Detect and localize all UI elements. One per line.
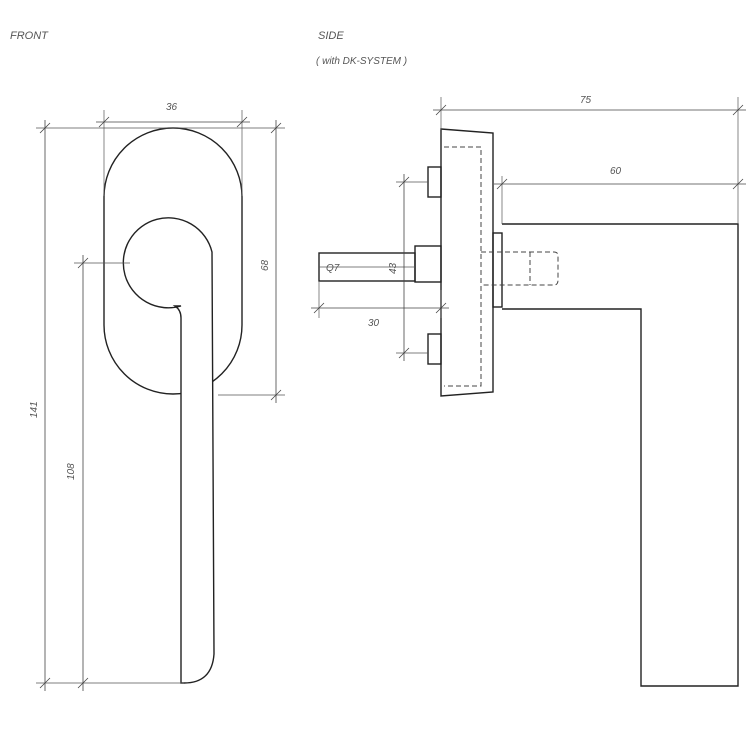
spindle-to-end-dimension: 108 xyxy=(66,255,130,691)
total-projection-dimension: 75 xyxy=(433,95,746,224)
side-rosette-body xyxy=(440,128,494,397)
dim-label-75: 75 xyxy=(580,95,592,106)
front-view xyxy=(103,127,243,684)
upper-fixing-boss xyxy=(427,166,442,198)
front-handle-lever xyxy=(122,217,215,684)
total-height-dimension: 141 xyxy=(29,120,184,691)
side-view-subtitle: ( with DK-SYSTEM ) xyxy=(316,56,407,67)
fixing-distance-dimension: 43 xyxy=(388,174,428,361)
spindle-length-dimension: 30 xyxy=(311,281,449,329)
dim-label-36: 36 xyxy=(166,102,178,113)
front-rosette xyxy=(103,127,243,395)
dim-label-108: 108 xyxy=(66,463,77,480)
rosette-height-dimension: 68 xyxy=(36,120,285,403)
dk-system-hidden-outline xyxy=(444,146,482,387)
dim-label-60: 60 xyxy=(610,166,622,177)
dim-label-141: 141 xyxy=(29,401,40,418)
side-view xyxy=(318,128,739,687)
side-lever xyxy=(502,223,739,687)
lever-projection-dimension: 60 xyxy=(494,166,746,224)
side-view-title: SIDE xyxy=(318,30,344,42)
front-width-dimension: 36 xyxy=(96,102,250,196)
spindle-collar xyxy=(414,245,442,283)
hidden-spindle xyxy=(481,251,559,286)
handle-neck-plate xyxy=(492,232,503,308)
spindle-square-label: Q7 xyxy=(326,263,340,274)
dim-label-68: 68 xyxy=(260,259,271,271)
dim-label-43: 43 xyxy=(388,262,399,274)
lower-fixing-boss xyxy=(427,333,442,365)
front-view-title: FRONT xyxy=(10,30,49,42)
dim-label-30: 30 xyxy=(368,318,380,329)
